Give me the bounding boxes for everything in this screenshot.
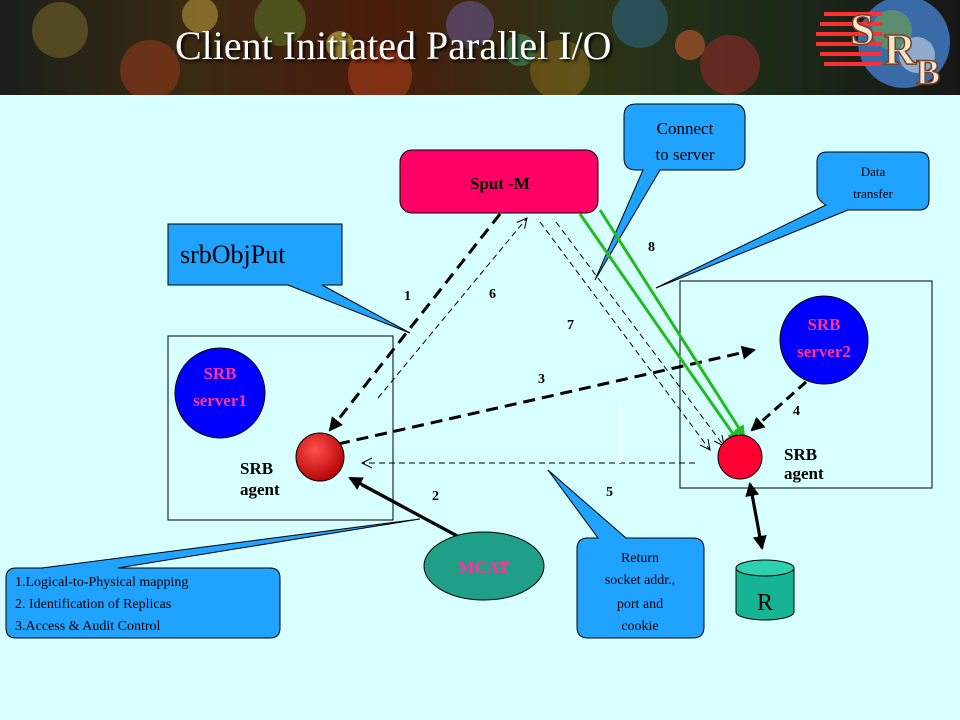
mcat-node: MCAT [423,531,545,601]
arrow-step-8b [598,209,746,438]
server1-node: SRB server1 [174,347,266,439]
client-label: Sput -M [470,174,530,193]
callout-srbobjput: srbObjPut [167,223,411,334]
callout-return-line4: cookie [621,619,658,634]
server2-line1: SRB [807,315,840,334]
arrow-step-8a [578,213,740,443]
arrow-step-7b [555,221,724,446]
mcat-label: MCAT [459,558,510,577]
logo-letter-s: S [850,5,874,54]
server1-line1: SRB [203,364,236,383]
callout-return-line3: port and [617,597,663,612]
callout-srbobjput-text: srbObjPut [180,240,286,269]
agent-left-line2: agent [240,480,280,499]
callout-return-line2: socket addr., [605,573,675,588]
agent-right-node: SRB agent [717,434,824,483]
architecture-diagram: srbObjPut Connect to server Data transfe… [5,103,933,639]
srb-logo: S R B [816,0,950,93]
callout-connect: Connect to server [594,103,746,281]
server1-line2: server1 [193,391,247,410]
server2-line2: server2 [797,342,851,361]
arrow-resource-agent [745,482,764,549]
agent-right-line1: SRB [784,445,817,464]
logo-letter-r: R [884,25,917,74]
resource-node: R [735,559,795,621]
step-label-3: 3 [538,372,545,387]
server1-box [167,335,394,521]
step-label-4: 4 [793,404,800,419]
step-label-2: 2 [432,489,439,504]
title-banner: Client Initiated Parallel I/O S R B [0,0,960,95]
step-label-6: 6 [489,287,496,302]
callout-mcat-line1: 1.Logical-to-Physical mapping [15,575,188,590]
callout-return-line1: Return [621,551,659,566]
server2-box [679,280,933,489]
arrow-step-1 [328,213,502,432]
step-label-7: 7 [567,318,574,333]
callout-data-transfer-line2: transfer [853,186,893,201]
server2-node: SRB server2 [779,295,869,385]
arrow-step-2-back [348,476,475,547]
callout-data-transfer: Data transfer [655,151,930,289]
callout-connect-line1: Connect [657,119,714,138]
agent-left-node: SRB agent [240,432,345,499]
client-node: Sput -M [399,149,599,214]
agent-right-line2: agent [784,464,824,483]
callout-mcat-functions: 1.Logical-to-Physical mapping 2. Identif… [5,518,421,639]
arrow-step-6 [377,218,527,399]
slide-title: Client Initiated Parallel I/O [175,23,612,68]
resource-label: R [757,590,773,616]
agent-left-line1: SRB [240,459,273,478]
step-label-1: 1 [404,289,411,304]
callout-mcat-line3: 3.Access & Audit Control [15,619,161,634]
arrow-step-7a [539,221,710,450]
callout-connect-line2: to server [655,145,714,164]
banner-background [0,0,960,95]
callout-mcat-line2: 2. Identification of Replicas [15,597,171,612]
arrow-step-4 [750,380,807,432]
callout-data-transfer-line1: Data [861,164,886,179]
arrow-step-3 [337,345,756,446]
logo-letter-b: B [916,52,940,92]
step-label-5: 5 [606,485,613,500]
callout-return-socket: Return socket addr., port and cookie [547,469,705,639]
step-label-8: 8 [648,240,655,255]
